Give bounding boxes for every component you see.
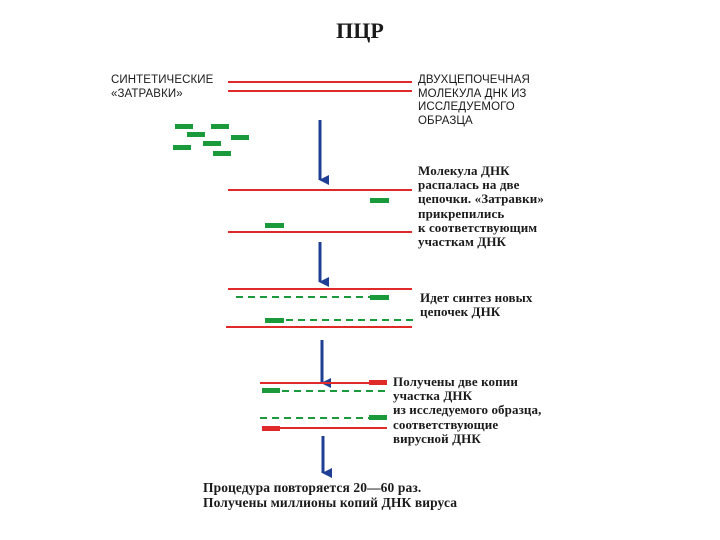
primer [175, 124, 193, 129]
primer [231, 135, 249, 140]
primer [203, 141, 221, 146]
primer [173, 145, 191, 150]
label-sample-dna: ДВУХЦЕПОЧЕЧНАЯ МОЛЕКУЛА ДНК ИЗ ИССЛЕДУЕМ… [418, 74, 530, 127]
primer [370, 295, 389, 300]
primer [211, 124, 229, 129]
stage-original-dna [228, 81, 412, 92]
label-primers: СИНТЕТИЧЕСКИЕ «ЗАТРАВКИ» [111, 74, 214, 100]
primer [262, 388, 280, 393]
primer [370, 198, 389, 203]
label-step-separation: Молекула ДНК распалась на две цепочки. «… [418, 163, 544, 250]
primer [369, 415, 387, 420]
primer [265, 223, 284, 228]
page-title: ПЦР [336, 18, 384, 43]
label-step-synthesis: Идет синтез новых цепочек ДНК [420, 290, 533, 320]
stage-synthesis [226, 288, 414, 328]
primer [187, 132, 205, 137]
primer [265, 318, 284, 323]
stage-separated [228, 189, 412, 233]
label-step-copies: Получены две копии участка ДНК из исслед… [393, 374, 542, 446]
primers-cluster [173, 124, 249, 156]
label-conclusion: Процедура повторяется 20—60 раз. Получен… [203, 480, 458, 510]
primer-red [369, 380, 387, 385]
primer [213, 151, 231, 156]
primer-red [262, 426, 280, 431]
stage-copies [260, 380, 387, 431]
